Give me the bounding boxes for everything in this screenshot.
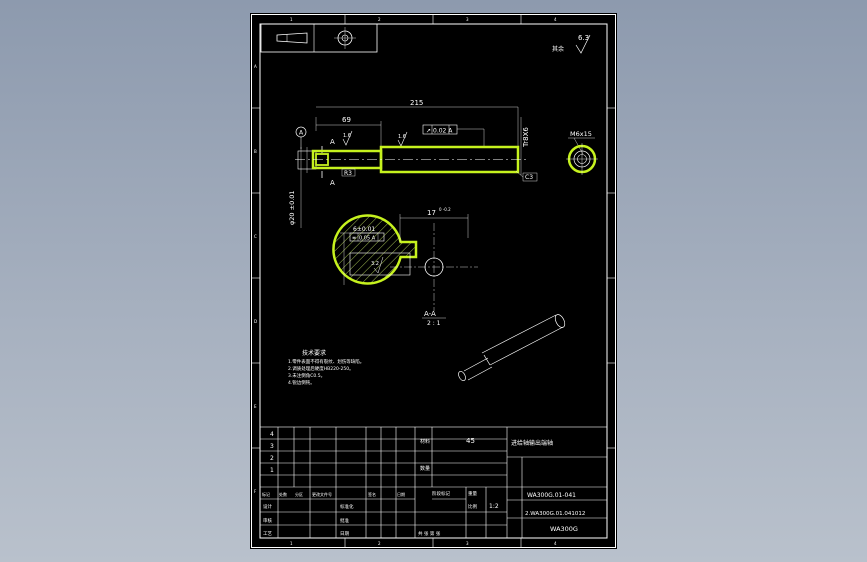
- section-marker-top: A: [330, 138, 335, 146]
- zone-index-side-c: C: [254, 234, 257, 239]
- dim-overall-length: 215: [410, 99, 423, 107]
- zone-ticks: [251, 14, 616, 548]
- svg-text:工艺: 工艺: [263, 531, 272, 537]
- chamfer-right-label: C3: [525, 174, 533, 181]
- svg-text:1.6: 1.6: [343, 133, 351, 139]
- svg-text:日期: 日期: [397, 491, 405, 497]
- dim-step-length: 69: [342, 116, 351, 124]
- section-label: A-A: [424, 310, 436, 318]
- part-name: 进给轴输出端轴: [511, 439, 553, 447]
- thread-label: Tr8X6: [522, 127, 530, 148]
- svg-text:标准化: 标准化: [340, 503, 354, 510]
- svg-text:审核: 审核: [263, 517, 272, 524]
- drawing-number: WA300G.01-041: [527, 492, 576, 499]
- product-code: WA300G: [550, 525, 578, 533]
- runout-callout: 0.02 A: [433, 128, 453, 135]
- tech-req-title: 技术要求: [302, 349, 326, 357]
- dim-key-width-tol: 0 -0.2: [439, 207, 451, 212]
- roughness-mark-left: [342, 130, 353, 146]
- svg-text:2: 2: [270, 455, 274, 462]
- tech-req-line-1: 1.零件表面不得有裂纹、划伤等缺陷。: [288, 358, 364, 365]
- shaft-main-view[interactable]: 215 69 Tr8X6 ↗ 0.02 A 1.6 1.6 A: [288, 99, 538, 228]
- drawing-canvas: 1 2 3 4 1 2 3 4 A B C D E F: [251, 14, 616, 548]
- svg-text:设计: 设计: [263, 503, 272, 510]
- svg-text:↗: ↗: [426, 128, 431, 135]
- projection-symbol: [260, 23, 378, 53]
- svg-text:6.3: 6.3: [578, 34, 589, 42]
- dim-key-width: 17: [427, 209, 436, 217]
- assembly-number: 2.WA300G.01.041012: [525, 511, 585, 517]
- zone-index-side-e: E: [254, 404, 257, 409]
- svg-text:阶段标记: 阶段标记: [432, 490, 450, 497]
- svg-text:标记: 标记: [262, 491, 270, 497]
- material-label: 材料: [420, 438, 430, 445]
- tech-req-line-4: 4.锐边倒钝。: [288, 379, 315, 386]
- material-value: 45: [466, 437, 475, 445]
- svg-text:≡: ≡: [352, 236, 356, 242]
- inner-frame: [259, 23, 608, 539]
- zone-index-bottom-1: 1: [290, 541, 293, 546]
- roughness-symbol-general: 6.3 其余: [552, 34, 591, 54]
- svg-text:日期: 日期: [340, 531, 349, 537]
- svg-text:比例: 比例: [468, 503, 477, 510]
- svg-text:分区: 分区: [295, 491, 303, 497]
- zone-index-top-3: 3: [466, 17, 469, 22]
- zone-index-side-d: D: [254, 319, 257, 324]
- end-thread-label: M6x15: [570, 130, 592, 138]
- zone-index-bottom-4: 4: [554, 541, 557, 546]
- diameter-tolerance: φ20 ±0.01: [288, 190, 296, 225]
- svg-text:1.6: 1.6: [398, 134, 406, 140]
- section-marker-bottom: A: [330, 179, 335, 187]
- svg-text:重量: 重量: [468, 490, 477, 497]
- svg-text:更改文件号: 更改文件号: [312, 491, 332, 497]
- zone-index-side-a: A: [254, 64, 257, 69]
- svg-text:4: 4: [270, 431, 274, 438]
- shaft-isometric-view[interactable]: [457, 313, 567, 382]
- chamfer-left-label: R3: [344, 170, 352, 177]
- symmetry-callout: 0.05 A: [359, 236, 376, 242]
- outer-frame: [251, 14, 616, 548]
- svg-text:其余: 其余: [552, 45, 564, 53]
- zone-index-side-b: B: [254, 149, 257, 154]
- tech-req-line-2: 2.调质处理后硬度HB220-250。: [288, 365, 354, 372]
- zone-index-top-4: 4: [554, 17, 557, 22]
- dim-keyway-depth: 6±0.01: [353, 226, 375, 233]
- shaft-end-view[interactable]: M6x15: [566, 130, 598, 175]
- svg-text:3: 3: [270, 443, 274, 450]
- tech-req-line-3: 3.未注倒角C0.5。: [288, 372, 325, 379]
- svg-text:3.2: 3.2: [371, 261, 379, 267]
- section-view-aa[interactable]: 17 0 -0.2 6±0.01 ≡ 0.05 A 3.2 A-A 2 : 1: [332, 207, 478, 327]
- svg-text:签名: 签名: [368, 491, 376, 497]
- zone-index-top-2: 2: [378, 17, 381, 22]
- svg-text:A: A: [299, 130, 304, 137]
- drawing-sheet: 1 2 3 4 1 2 3 4 A B C D E F: [250, 13, 617, 549]
- title-block[interactable]: [259, 426, 608, 539]
- section-scale: 2 : 1: [427, 320, 441, 327]
- section-hatched-area[interactable]: [332, 214, 418, 285]
- svg-text:批准: 批准: [340, 517, 349, 524]
- zone-index-bottom-2: 2: [378, 541, 381, 546]
- title-block-text: 4 3 2 1 材料 45 进给轴输出端轴 数量 标记 处数 分区 更改文件号 …: [262, 431, 585, 537]
- scale-value: 1:2: [489, 503, 499, 510]
- quantity-label: 数量: [420, 465, 430, 472]
- zone-index-bottom-3: 3: [466, 541, 469, 546]
- sheet-count: 共 张 第 张: [418, 530, 441, 537]
- zone-index-top-1: 1: [290, 17, 293, 22]
- section-roughness-mark: [373, 256, 384, 274]
- svg-text:处数: 处数: [279, 491, 287, 497]
- technical-requirements: 技术要求 1.零件表面不得有裂纹、划伤等缺陷。 2.调质处理后硬度HB220-2…: [288, 349, 364, 386]
- cone-icon: [276, 32, 308, 44]
- svg-text:1: 1: [270, 467, 274, 474]
- zone-index-side-f: F: [254, 489, 257, 494]
